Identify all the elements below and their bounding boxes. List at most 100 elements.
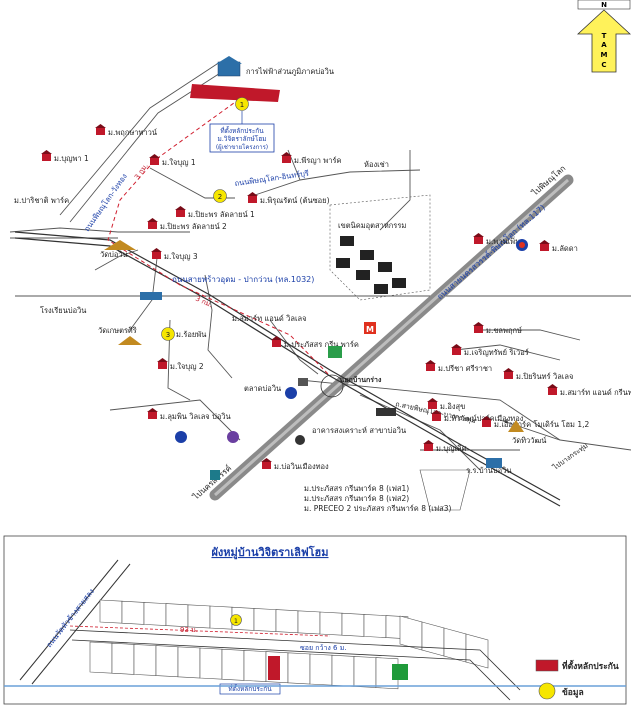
compass: N T A M C [576, 0, 631, 73]
inset-lane-width: ซอย กว้าง 6 ม. [300, 644, 347, 652]
electricity-office: การไฟฟ้าส่วนภูมิภาคบ่อวิน [216, 56, 334, 77]
site-box-line1: ที่ตั้งหลักประกัน [220, 126, 264, 135]
shop-icon-2 [227, 431, 239, 443]
place-electricity: การไฟฟ้าส่วนภูมิภาคบ่อวิน [246, 67, 334, 76]
compass-letter-c: C [601, 61, 606, 69]
place-label-p21: ตลาดบ่อวิน [244, 384, 281, 393]
inset-distance: 93 ม. [180, 626, 198, 634]
inset-plot [221, 648, 245, 681]
inset-plot [465, 633, 489, 669]
place-label-p25: ม.ปิยรินทร์ วิลเลจ [516, 372, 573, 381]
place-label-p16: วัดเกษตรศิริ [98, 326, 137, 335]
place-label-p9: ม.พีรญา พาร์ค [294, 156, 342, 165]
callout-1-circle [235, 97, 249, 111]
site-box-line2: ม.วิจิตราลักษ์โฮม [217, 135, 266, 143]
site-info-box: ที่ตั้งหลักประกัน ม.วิจิตราลักษ์โฮม (ผู้… [209, 111, 275, 153]
inset-plot [111, 642, 135, 675]
gas-station-icon-2 [285, 387, 297, 399]
place-label-p11: ห้องเช่า [364, 160, 389, 169]
house-icon [547, 384, 558, 395]
place-label-p30: ม.เอื้อพาร์ค โมเดิร์น โฮม 1,2 [494, 419, 590, 429]
factory-icon [210, 470, 220, 480]
place-label-p3: ม.บุญพา 1 [54, 154, 89, 163]
inset-plot [155, 645, 179, 678]
inset-plot [165, 603, 189, 628]
legend-site-swatch [535, 659, 559, 672]
place-label-p36: ม.ประภัสสร กรีนพาร์ค 8 (เฟส1) [304, 484, 409, 493]
place-label-p31: วัดทิววัฒน์ [512, 436, 546, 445]
place-label-p26: ม.สมาร์ท แอนด์ กรีนพาร์ค [560, 388, 631, 397]
compass-letter-t: T [602, 32, 607, 40]
compass-letter-m: M [601, 51, 608, 59]
house-icon [149, 154, 160, 165]
label-dist-mid: 3 กม. [194, 295, 213, 310]
special-icons: M [104, 239, 528, 511]
label-main-highway: ถนนสายนครสวรรค์-พิษณุโลก (ทล.117) [435, 202, 547, 301]
inset-site-label: ที่ตั้งหลักประกัน [228, 684, 272, 693]
inset-plot [275, 609, 299, 634]
legend-info-label: ข้อมูล [562, 687, 584, 698]
place-label-p32: ม.ลุมพิน วิลเลจ บ่อวิน [160, 412, 231, 421]
place-label-p35: ร.ร.บ้านบ่อวิน [466, 466, 512, 475]
sign-icon [376, 408, 396, 416]
temple-icon [295, 435, 305, 445]
site-marker-top [190, 84, 280, 102]
building-icon [217, 61, 241, 77]
house-icon [147, 218, 158, 229]
temple-icon-2 [508, 420, 524, 432]
house-icon [261, 458, 272, 469]
label-ring-road: ถนนสายพร้าวอุดม - ปากว่วน (ทล.1032) [172, 275, 314, 284]
school-yard [419, 469, 471, 511]
inset-marker-circle [230, 614, 242, 626]
label-to-bangkrathum: ไปบางกระทุ่ม [550, 441, 589, 472]
place-label-p39: ม.ใจบุญ 1 [162, 158, 196, 167]
place-label-p34: อาคารสงเคราะห์ สาขาบ่อวิน [312, 426, 406, 435]
house-icon [539, 240, 550, 251]
svg-text:M: M [366, 325, 374, 334]
inset-plot [143, 602, 167, 626]
house-icon [423, 440, 434, 451]
inset-plot [297, 610, 321, 635]
inset-plot [399, 615, 423, 651]
local-roads [9, 61, 631, 471]
house-icon [175, 206, 186, 217]
house-icon [157, 358, 168, 369]
inset-plot [443, 627, 467, 663]
place-label-p22: ม.ชลพฤกษ์ [486, 326, 522, 335]
route-dashed [107, 94, 331, 377]
inset-plot [363, 614, 387, 638]
inset-plot [133, 644, 157, 676]
junction-marker: แยกบ้านกร่าง [320, 374, 382, 398]
place-label-p14: ม.ลัดดา [552, 244, 578, 253]
place-label-p24: ม.ปรีชา ศรีราชา [438, 364, 492, 373]
place-label-p38: ม. PRECEO 2 ประภัสสร กรีนพาร์ค 8 (เฟส3) [304, 504, 452, 513]
callout-2-circle [213, 189, 227, 203]
place-label-p27: ม.อิงสุข [440, 402, 465, 411]
place-label-p6: ม.ปิยะพร ลัดลายน์ 2 [160, 222, 227, 231]
house-icon [271, 336, 282, 347]
inset-plot [253, 608, 277, 632]
place-label-p5: ม.ปิยะพร ลัดลายน์ 1 [188, 210, 255, 219]
compass-title: N [601, 1, 607, 9]
temple-icon-3 [104, 240, 136, 250]
inset-plot [331, 654, 355, 687]
place-label-p20: ม.ใจบุญ 2 [170, 362, 204, 371]
inset-plot [89, 641, 113, 674]
place-label-p2: ม.พฤกษาทาวน์ [108, 128, 157, 137]
market-icon [298, 378, 308, 386]
house-icon [503, 368, 514, 379]
place-label-p10: ม.พิรุณรัตน์ (ต้นซอย) [260, 196, 330, 205]
legend-site-label: ที่ตั้งหลักประกัน [562, 659, 619, 672]
house-icon [481, 416, 492, 427]
school-icon [486, 458, 502, 468]
inset-plot [421, 621, 445, 657]
inset-plot [341, 612, 365, 637]
gas-station-icon-3 [175, 431, 187, 443]
inset-plot [243, 650, 267, 682]
label-rail-road: ถนนพิษณุโลก-อินทร์บุรี [234, 169, 309, 188]
house-icon [451, 344, 462, 355]
compass-letter-a: A [601, 41, 607, 49]
house-icon [281, 152, 292, 163]
label-dist-upper: 3 กม. [133, 162, 150, 181]
